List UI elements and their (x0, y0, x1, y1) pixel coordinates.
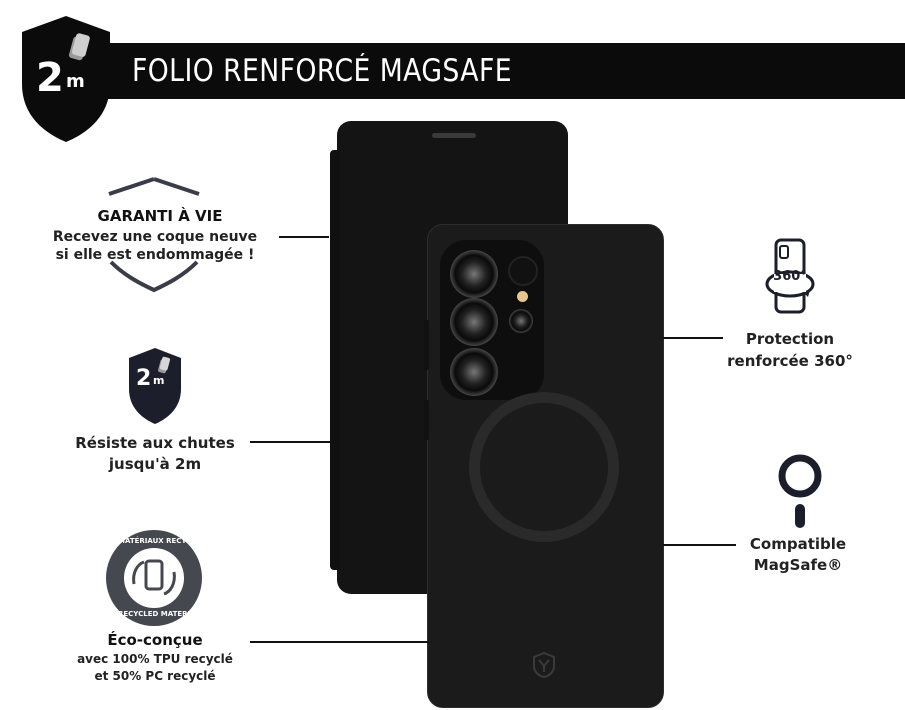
drop-badge-unit: m (153, 374, 165, 387)
badge-top-label: MATÉRIAUX RECYCLÉS (118, 537, 206, 545)
drop-line2: jusqu'à 2m (108, 455, 202, 473)
camera-lens (450, 348, 498, 396)
warranty-shield-icon (108, 177, 200, 293)
warranty-line2: si elle est endommagée ! (55, 247, 255, 263)
speaker-slot (432, 133, 476, 138)
warranty-title: GARANTI À VIE (97, 207, 223, 225)
camera-lens (509, 309, 533, 333)
brand-logo-icon (533, 652, 555, 678)
magsafe-icon (778, 454, 822, 528)
warranty-line1: Recevez une coque neuve (52, 229, 258, 245)
protection-line2: renforcée 360° (727, 352, 853, 370)
shield-2m-icon (129, 348, 181, 424)
magsafe-ring (469, 392, 619, 542)
magsafe-line1: Compatible (749, 535, 847, 553)
title-banner (106, 43, 905, 99)
recycled-badge-icon (106, 530, 202, 626)
folio-spine (330, 150, 340, 570)
eco-line1: avec 100% TPU recyclé (77, 652, 233, 666)
drop-badge-number: 2 (136, 366, 152, 391)
camera-lens (450, 298, 498, 346)
badge-unit: m (66, 71, 85, 92)
callout-line (250, 441, 330, 443)
protection-icon-label: 360° (773, 269, 807, 284)
side-button (424, 400, 429, 440)
callout-line (279, 236, 329, 238)
callout-line (250, 641, 428, 643)
sensor (508, 256, 538, 286)
callout-line (663, 544, 736, 546)
drop-line1: Résiste aux chutes (75, 434, 235, 452)
eco-line2: et 50% PC recyclé (94, 669, 216, 683)
camera-lens (450, 250, 498, 298)
phone-360-icon (765, 238, 815, 314)
callout-line (663, 337, 723, 339)
flash (517, 291, 528, 302)
protection-line1: Protection (745, 330, 835, 348)
page-title: FOLIO RENFORCÉ MAGSAFE (132, 53, 512, 89)
badge-bottom-label: RECYCLED MATERIALS (118, 610, 206, 618)
shield-2m-icon (22, 16, 110, 142)
eco-title: Éco-conçue (107, 631, 203, 649)
badge-number: 2 (36, 55, 64, 101)
magsafe-line2: MagSafe® (753, 556, 843, 574)
side-button (424, 320, 429, 370)
